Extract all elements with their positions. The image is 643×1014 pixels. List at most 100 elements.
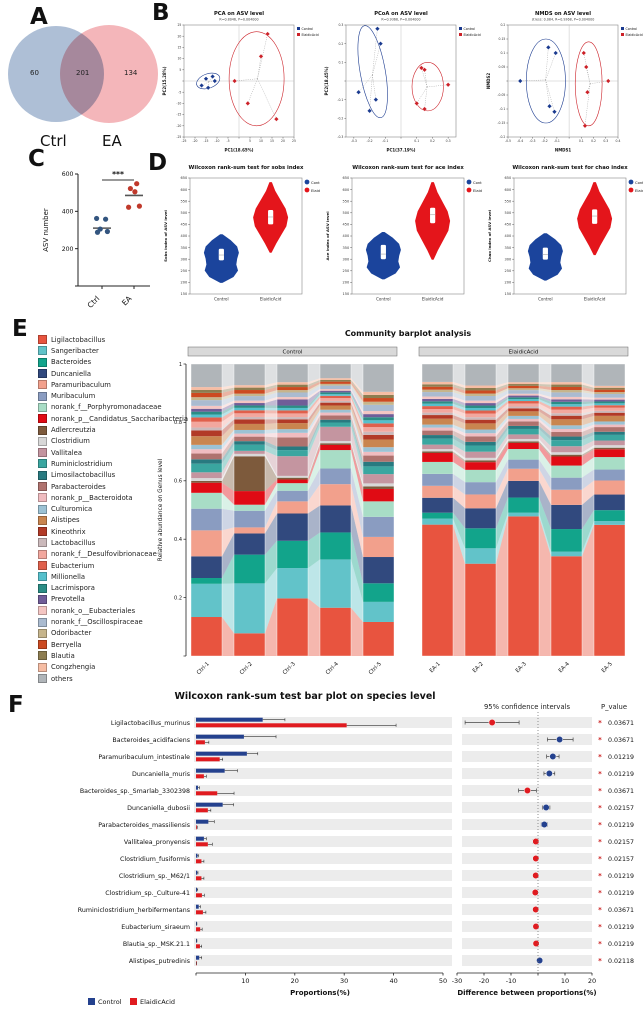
svg-text:-15: -15	[176, 113, 181, 117]
svg-text:ElaidicAcid: ElaidicAcid	[302, 33, 319, 37]
legend-taxon-label: Sangeribacter	[51, 346, 99, 355]
svg-text:600: 600	[62, 171, 74, 178]
legend-taxon-label: norank_f__Desulfovibrionaceae	[51, 550, 157, 559]
legend-item: Ligilactobacillus	[38, 334, 173, 345]
svg-text:Control: Control	[626, 27, 638, 31]
panel-e-label: E	[12, 316, 28, 342]
svg-text:10: 10	[561, 977, 569, 985]
svg-text:30: 30	[340, 977, 348, 985]
svg-text:Bacteroides_acidifaciens: Bacteroides_acidifaciens	[112, 737, 190, 744]
svg-text:Bacteroides_sp._Smarlab_330239: Bacteroides_sp._Smarlab_3302398	[80, 788, 190, 795]
svg-text:400: 400	[343, 234, 350, 238]
svg-text:-0.2: -0.2	[367, 139, 373, 143]
svg-text:-0.3: -0.3	[337, 135, 343, 139]
svg-text:*: *	[598, 855, 602, 863]
legend-taxon-label: Prevotella	[51, 595, 85, 604]
svg-text:*: *	[598, 770, 602, 778]
legend-swatch	[38, 594, 47, 604]
svg-text:Clostridium_fusiformis: Clostridium_fusiformis	[120, 856, 190, 863]
legend-item: others	[38, 673, 173, 684]
legend-taxon-label: Muribaculum	[51, 392, 96, 401]
svg-text:*: *	[598, 753, 602, 761]
svg-text:-0.1: -0.1	[337, 98, 343, 102]
svg-text:Ctrl-4: Ctrl-4	[325, 661, 340, 676]
panel-a-label: A	[30, 4, 48, 30]
svg-text:Control: Control	[376, 297, 390, 302]
legend-item: Blautia	[38, 650, 173, 661]
legend-item: Millionella	[38, 571, 173, 582]
legend-swatch	[38, 527, 47, 537]
legend-taxon-label: Eubacterium	[51, 561, 95, 570]
svg-text:550: 550	[343, 199, 350, 203]
legend-swatch	[38, 504, 47, 514]
legend-swatch	[38, 459, 47, 469]
species-wilcoxon-plot: Wilcoxon rank-sum test bar plot on speci…	[0, 688, 643, 1014]
svg-text:*: *	[598, 940, 602, 948]
svg-text:Control: Control	[473, 181, 482, 185]
svg-text:***: ***	[112, 170, 124, 179]
legend-item: Vallitalea	[38, 447, 173, 458]
legend-taxon-label: Lactobacillus	[51, 538, 96, 547]
svg-text:ElaidicAcid: ElaidicAcid	[473, 189, 482, 193]
legend-item: Prevotella	[38, 594, 173, 605]
svg-text:EA-5: EA-5	[601, 661, 615, 675]
legend-swatch	[38, 402, 47, 412]
legend-item: Paramuribaculum	[38, 379, 173, 390]
svg-text:Sobs index of ASV level: Sobs index of ASV level	[163, 210, 168, 262]
svg-text:ElaidicAcid: ElaidicAcid	[311, 189, 320, 193]
svg-text:250: 250	[343, 269, 350, 273]
svg-text:Control: Control	[635, 181, 643, 185]
svg-text:NMDS on ASV level: NMDS on ASV level	[535, 11, 591, 17]
legend-swatch	[38, 425, 47, 435]
svg-text:0.01219: 0.01219	[608, 754, 634, 761]
svg-text:EA-4: EA-4	[558, 661, 572, 675]
svg-text:PC2(18.45%): PC2(18.45%)	[324, 66, 329, 95]
svg-text:Control: Control	[311, 181, 320, 185]
legend-taxon-label: norank_o__Eubacteriales	[51, 606, 136, 615]
svg-text:5: 5	[249, 139, 251, 143]
legend-item: Bacteroides	[38, 357, 173, 368]
svg-text:-0.4: -0.4	[517, 139, 523, 143]
svg-text:50: 50	[439, 977, 447, 985]
legend-swatch	[38, 369, 47, 379]
legend-item: norank_p__Bacteroidota	[38, 492, 173, 503]
svg-text:0.2: 0.2	[338, 42, 343, 46]
svg-text:-0.15: -0.15	[497, 121, 505, 125]
svg-text:stress: 0.084, R=0.9368, P=0.0: stress: 0.084, R=0.9368, P=0.004000	[532, 18, 595, 22]
legend-item: Muribaculum	[38, 390, 173, 401]
legend-swatch	[38, 346, 47, 356]
svg-text:20: 20	[291, 977, 299, 985]
svg-text:450: 450	[505, 223, 512, 227]
svg-text:-30: -30	[452, 977, 463, 985]
legend-swatch	[38, 561, 47, 571]
svg-text:-5: -5	[226, 139, 229, 143]
svg-text:R=0.9368, P=0.004000: R=0.9368, P=0.004000	[381, 18, 420, 22]
svg-text:0.2: 0.2	[500, 23, 505, 27]
svg-text:Ctrl-1: Ctrl-1	[196, 661, 211, 676]
svg-text:Wilcoxon rank-sum test for sob: Wilcoxon rank-sum test for sobs index	[189, 165, 304, 171]
svg-text:Control: Control	[214, 297, 228, 302]
svg-text:Control: Control	[302, 27, 314, 31]
svg-text:PC1(18.65%): PC1(18.65%)	[225, 148, 254, 153]
svg-text:Community barplot analysis: Community barplot analysis	[345, 329, 472, 338]
legend-swatch	[38, 470, 47, 480]
svg-text:25: 25	[177, 23, 181, 27]
legend-swatch	[38, 357, 47, 367]
legend-item: Limosilactobacillus	[38, 470, 173, 481]
svg-text:0.01219: 0.01219	[608, 924, 634, 931]
legend-taxon-label: Vallitalea	[51, 448, 83, 457]
legend-swatch	[38, 515, 47, 525]
legend-swatch	[38, 448, 47, 458]
svg-text:550: 550	[505, 199, 512, 203]
legend-item: Clostridium	[38, 436, 173, 447]
svg-text:Vallitalea_pronyensis: Vallitalea_pronyensis	[124, 839, 190, 846]
svg-text:-20: -20	[479, 977, 490, 985]
svg-text:0.15: 0.15	[499, 37, 506, 41]
legend-item: Congzhengia	[38, 662, 173, 673]
svg-text:Clostridium_sp._M62/1: Clostridium_sp._M62/1	[119, 873, 190, 880]
